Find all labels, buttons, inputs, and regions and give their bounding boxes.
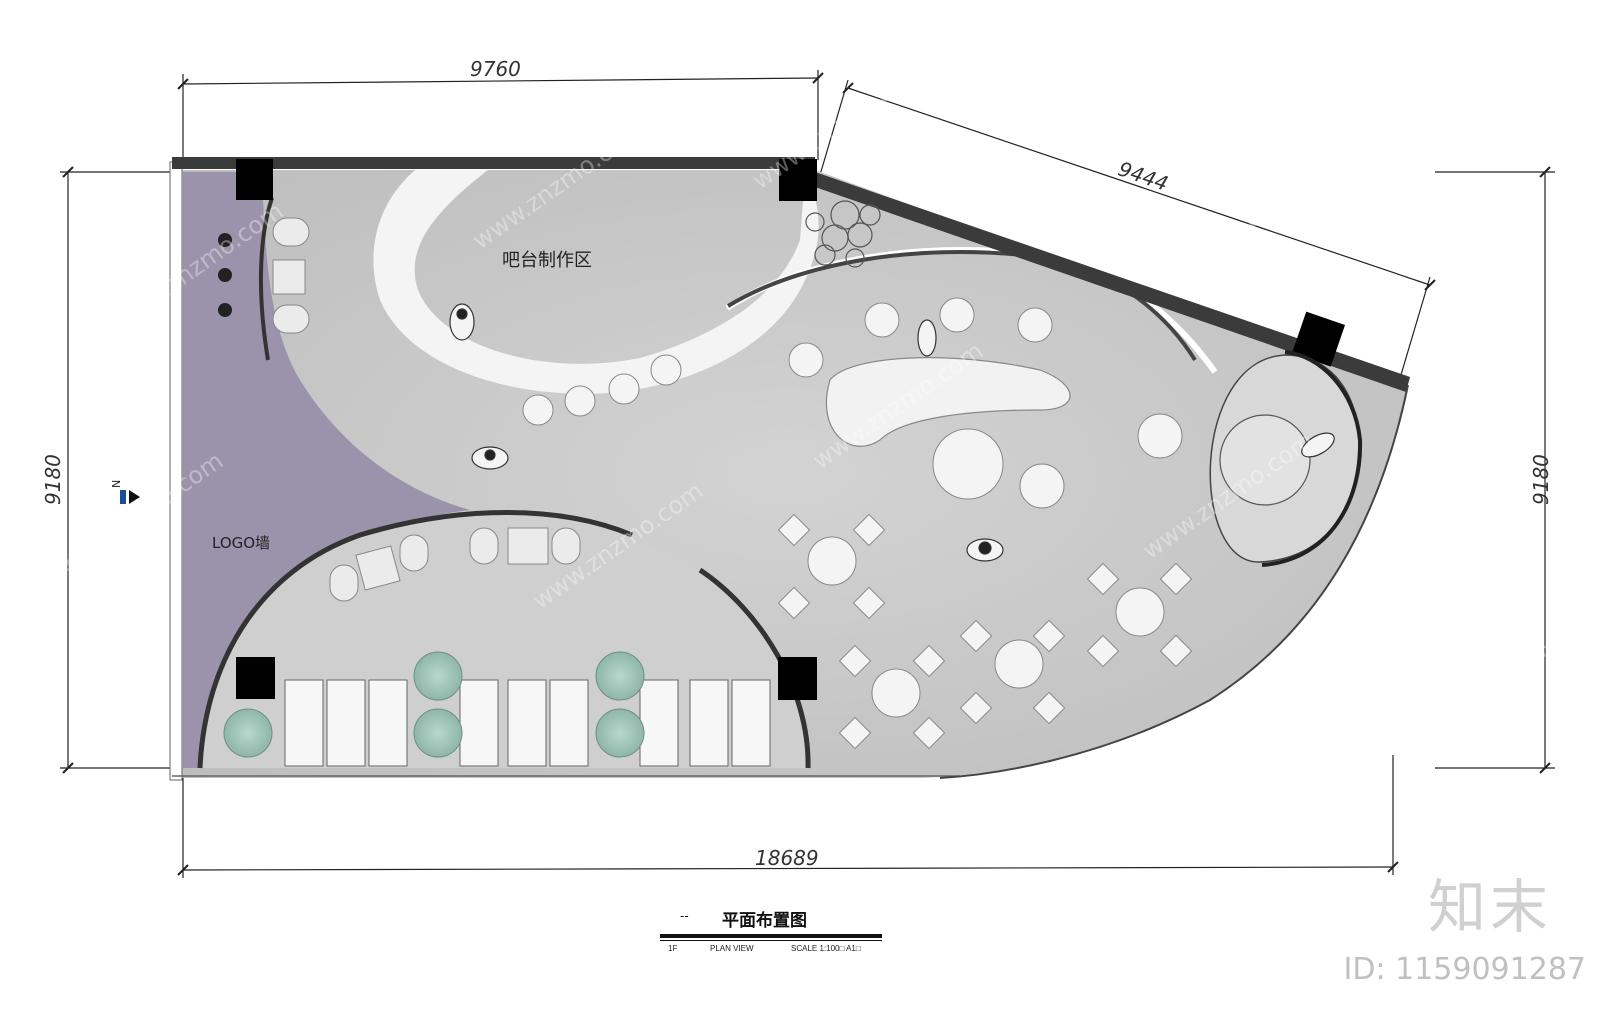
lower-lobe-wall-right bbox=[698, 567, 811, 769]
glass-tables bbox=[223, 651, 645, 758]
dining-tables bbox=[807, 536, 1165, 718]
island-counter bbox=[825, 357, 1071, 447]
north-label: N bbox=[110, 480, 123, 488]
north-arrow bbox=[120, 490, 140, 504]
bar-stools bbox=[522, 354, 682, 426]
dimension-diagonal: 9444 bbox=[1115, 156, 1171, 195]
bottom-booths bbox=[284, 679, 771, 767]
logo-wall-stools bbox=[218, 233, 232, 317]
url-watermark: www.znzmo.com bbox=[747, 57, 928, 195]
lower-lobe-wall bbox=[197, 510, 633, 769]
bar-counter bbox=[373, 170, 819, 394]
dimension-left: 9180 bbox=[41, 454, 65, 505]
brand-watermark: 知末 bbox=[1427, 873, 1552, 941]
floor-label: 1F bbox=[668, 944, 678, 953]
view-label: PLAN VIEW bbox=[710, 944, 754, 953]
title-dash: -- bbox=[680, 908, 689, 923]
tree-icon bbox=[805, 200, 881, 268]
dimension-ticks bbox=[62, 72, 1551, 876]
spiral-staircase bbox=[1209, 350, 1363, 567]
lounge-tables bbox=[932, 413, 1183, 509]
scale-label: SCALE 1:100□ A1□ bbox=[791, 944, 861, 953]
columns bbox=[236, 159, 1346, 700]
logo-wall-label: LOGO墙 bbox=[212, 534, 270, 552]
url-watermark: www.znzmo.com bbox=[1487, 0, 1600, 135]
url-watermark: www.znzmo.com bbox=[1527, 527, 1600, 665]
title-block: -- 平面布置图 1F PLAN VIEW SCALE 1:100□ A1□ bbox=[660, 906, 882, 953]
upper-booth bbox=[272, 217, 310, 334]
dimension-lines bbox=[60, 70, 1555, 878]
title-underline bbox=[660, 934, 882, 938]
title-underline-thin bbox=[660, 940, 882, 941]
dining-chairs bbox=[777, 513, 1193, 750]
image-id: ID: 1159091287 bbox=[1343, 952, 1586, 987]
booth-sofas bbox=[329, 527, 581, 602]
bar-area-label: 吧台制作区 bbox=[502, 250, 592, 271]
person-figures bbox=[449, 303, 1335, 562]
dimension-top: 9760 bbox=[470, 57, 521, 81]
island-stools bbox=[788, 297, 1053, 378]
walls bbox=[172, 157, 1410, 392]
url-watermark: www.znzmo.com bbox=[1237, 97, 1418, 235]
upper-left-wall bbox=[258, 197, 274, 361]
outer-curve-wall bbox=[939, 384, 1409, 779]
dimension-right: 9180 bbox=[1529, 454, 1553, 505]
drawing-title: 平面布置图 bbox=[722, 911, 807, 931]
dimension-bottom: 18689 bbox=[755, 846, 819, 870]
